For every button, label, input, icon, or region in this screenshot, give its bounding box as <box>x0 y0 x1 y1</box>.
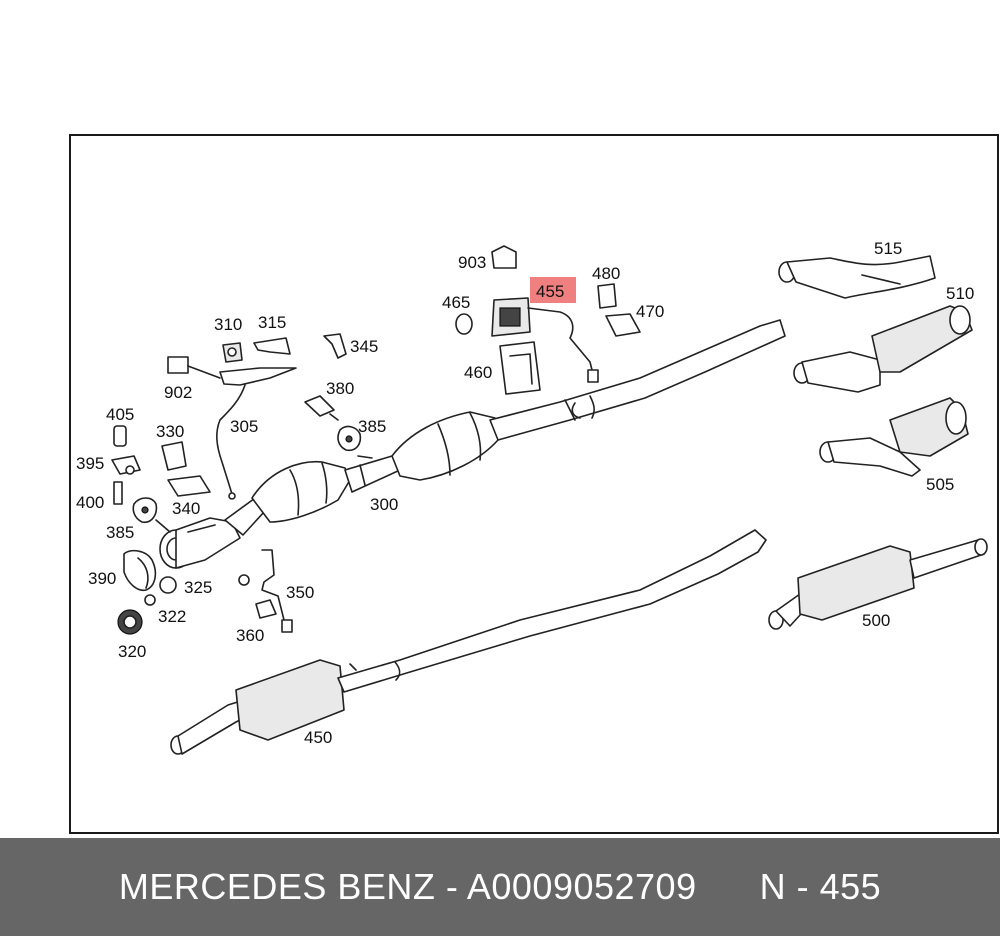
nox-sensor-group-455 <box>455 245 641 395</box>
mid-pipe-450 <box>170 529 767 755</box>
label-385a: 385 <box>358 417 386 436</box>
label-450: 450 <box>304 728 332 747</box>
sensor-305-group <box>167 337 297 500</box>
label-380: 380 <box>326 379 354 398</box>
label-515: 515 <box>874 239 902 258</box>
rear-muffler-505 <box>819 397 969 477</box>
label-902: 902 <box>164 383 192 402</box>
label-340: 340 <box>172 499 200 518</box>
label-345: 345 <box>350 337 378 356</box>
rear-muffler-510 <box>793 305 973 393</box>
exhaust-system-diagram: 903 455 480 465 470 460 515 510 505 310 … <box>76 239 988 755</box>
left-hardware-group <box>111 425 211 533</box>
label-305: 305 <box>230 417 258 436</box>
label-400: 400 <box>76 493 104 512</box>
label-320: 320 <box>118 642 146 661</box>
part-labels: 903 455 480 465 470 460 515 510 505 310 … <box>76 239 974 747</box>
label-360: 360 <box>236 626 264 645</box>
label-405: 405 <box>106 405 134 424</box>
sensor-350-group <box>238 549 293 633</box>
label-465: 465 <box>442 293 470 312</box>
label-385b: 385 <box>106 523 134 542</box>
label-395: 395 <box>76 454 104 473</box>
front-pipe-assembly-300 <box>159 319 786 569</box>
label-300: 300 <box>370 495 398 514</box>
label-455: 455 <box>536 282 564 301</box>
label-505: 505 <box>926 475 954 494</box>
bracket-380-group <box>304 395 373 459</box>
label-315: 315 <box>258 313 286 332</box>
label-322: 322 <box>158 607 186 626</box>
highlight-455 <box>530 277 576 303</box>
label-330: 330 <box>156 422 184 441</box>
label-325: 325 <box>184 578 212 597</box>
label-390: 390 <box>88 569 116 588</box>
label-903: 903 <box>458 253 486 272</box>
caption-bar: MERCEDES BENZ - A0009052709 N - 455 <box>0 838 1000 936</box>
caption-text: MERCEDES BENZ - A0009052709 N - 455 <box>118 866 882 907</box>
clip-345 <box>323 333 347 359</box>
clamp-group-390 <box>117 549 177 635</box>
label-500: 500 <box>862 611 890 630</box>
label-350: 350 <box>286 583 314 602</box>
muffler-500 <box>768 538 988 630</box>
label-470: 470 <box>636 302 664 321</box>
tailpipe-515 <box>778 255 936 299</box>
label-310: 310 <box>214 315 242 334</box>
label-480: 480 <box>592 264 620 283</box>
label-460: 460 <box>464 363 492 382</box>
label-510: 510 <box>946 284 974 303</box>
